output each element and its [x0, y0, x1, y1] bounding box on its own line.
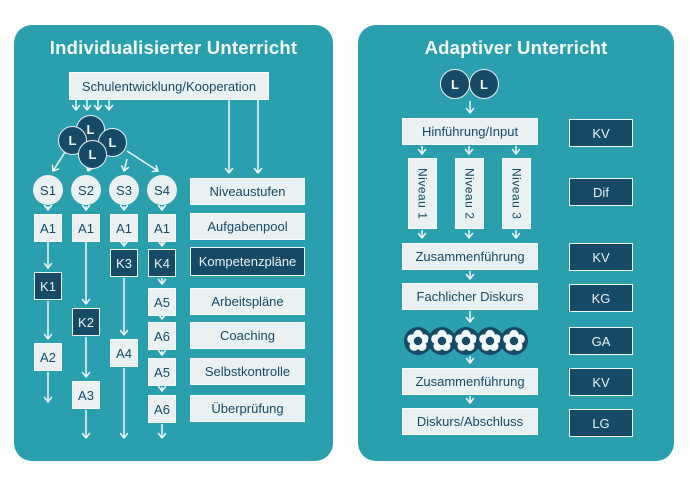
label-box-kg: KG	[569, 284, 633, 312]
right-panel-title: Adaptiver Unterricht	[424, 37, 608, 58]
final-box: Diskurs/Abschluss	[402, 408, 538, 435]
node-k1: K1	[34, 272, 62, 300]
group-icon	[476, 327, 504, 355]
node-a1-col4: A1	[148, 214, 176, 242]
label-box-kv-2: KV	[569, 243, 633, 271]
intro-box: Hinführung/Input	[402, 118, 538, 145]
node-a1-col3: A1	[110, 214, 138, 242]
node-a3: A3	[72, 381, 100, 409]
group-icon	[500, 327, 528, 355]
left-panel-individualisierter-unterricht: Individualisierter Unterricht	[14, 25, 333, 461]
group-icon	[452, 327, 480, 355]
node-a6: A6	[148, 322, 176, 350]
node-a5-2: A5	[148, 358, 176, 386]
merge-box-2: Zusammenführung	[402, 368, 538, 395]
node-k2: K2	[72, 308, 100, 336]
label-box-kv-1: KV	[569, 119, 633, 147]
node-a1-col2: A1	[72, 214, 100, 242]
merge-box-1: Zusammenführung	[402, 243, 538, 270]
side-box-selbstkontrolle: Selbstkontrolle	[190, 358, 305, 385]
right-panel-adaptiver-unterricht: Adaptiver Unterricht L L	[358, 25, 674, 461]
label-box-dif: Dif	[569, 178, 633, 206]
left-panel-title: Individualisierter Unterricht	[49, 37, 298, 58]
niveau-3-box: Niveau 3	[502, 158, 531, 229]
node-a6-2: A6	[148, 395, 176, 423]
teacher-circle: L	[440, 69, 470, 99]
node-a2: A2	[34, 343, 62, 371]
student-circle-s4: S4	[147, 175, 177, 205]
student-circle-s3: S3	[109, 175, 139, 205]
niveau-2-box: Niveau 2	[455, 158, 484, 229]
student-circle-s1: S1	[33, 175, 63, 205]
group-icon	[404, 327, 432, 355]
node-k3: K3	[110, 249, 138, 277]
teacher-circle: L	[469, 69, 499, 99]
school-development-box: Schulentwicklung/Kooperation	[69, 72, 269, 100]
label-box-kv-3: KV	[569, 368, 633, 396]
group-icon	[428, 327, 456, 355]
niveau-1-box: Niveau 1	[408, 158, 437, 229]
side-box-kompetenzplaene: Kompetenzpläne	[190, 247, 305, 276]
label-box-ga: GA	[569, 327, 633, 355]
side-box-aufgabenpool: Aufgabenpool	[190, 213, 305, 240]
label-box-lg: LG	[569, 409, 633, 437]
node-a5: A5	[148, 288, 176, 316]
node-a4: A4	[110, 339, 138, 367]
diskurs-box: Fachlicher Diskurs	[402, 283, 538, 310]
node-k4: K4	[148, 249, 176, 277]
side-box-coaching: Coaching	[190, 322, 305, 349]
side-box-ueberpruefung: Überprüfung	[190, 395, 305, 422]
side-box-arbeitsplaene: Arbeitspläne	[190, 288, 305, 315]
node-a1-col1: A1	[34, 214, 62, 242]
side-box-niveaustufen: Niveaustufen	[190, 178, 305, 205]
student-circle-s2: S2	[71, 175, 101, 205]
teacher-circle: L	[78, 140, 107, 169]
